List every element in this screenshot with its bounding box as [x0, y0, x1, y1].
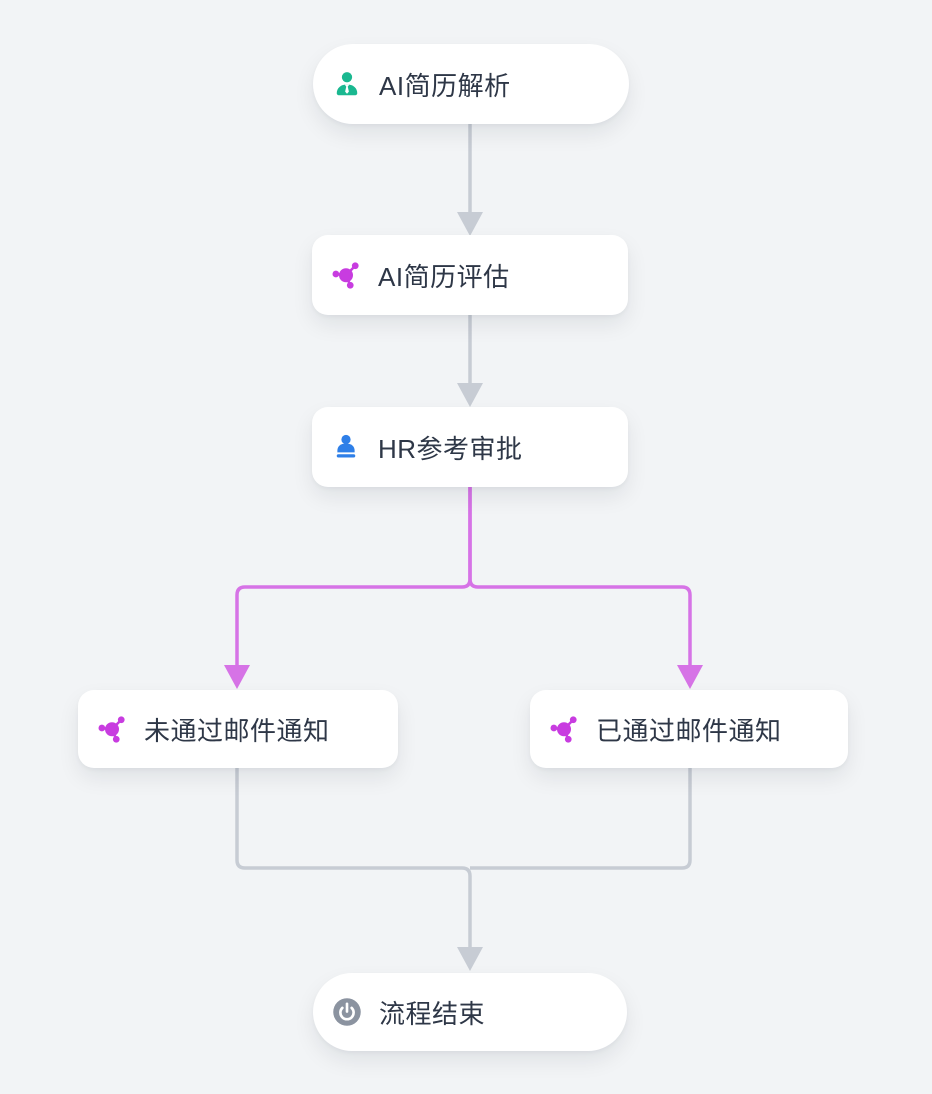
- node-process-end[interactable]: 流程结束: [313, 973, 627, 1051]
- node-ai-resume-parse[interactable]: AI简历解析: [313, 44, 629, 124]
- node-pass-email-notify[interactable]: 已通过邮件通知: [530, 690, 848, 768]
- ai-hub-icon: [332, 262, 359, 289]
- stamp-icon: [336, 434, 356, 458]
- edge-reject-mail-to-end: [235, 768, 472, 949]
- edge-evaluate-to-approve: [457, 315, 483, 407]
- node-label: HR参考审批: [378, 433, 523, 464]
- edge-approve-to-pass-mail: [468, 487, 703, 689]
- ai-hub-icon: [550, 716, 577, 743]
- node-label: AI简历解析: [379, 70, 511, 101]
- power-icon: [333, 998, 361, 1026]
- node-label: 已通过邮件通知: [596, 715, 782, 746]
- edge-approve-to-reject-mail: [224, 487, 472, 689]
- edge-pass-mail-to-end: [457, 768, 692, 971]
- node-hr-review-approve[interactable]: HR参考审批: [312, 407, 628, 487]
- node-label: AI简历评估: [378, 261, 510, 292]
- node-reject-email-notify[interactable]: 未通过邮件通知: [78, 690, 398, 768]
- edge-parse-to-evaluate: [457, 124, 483, 236]
- node-ai-resume-evaluate[interactable]: AI简历评估: [312, 235, 628, 315]
- user-icon: [336, 72, 358, 96]
- ai-hub-icon: [98, 716, 125, 743]
- node-label: 未通过邮件通知: [144, 715, 330, 746]
- node-label: 流程结束: [379, 998, 486, 1029]
